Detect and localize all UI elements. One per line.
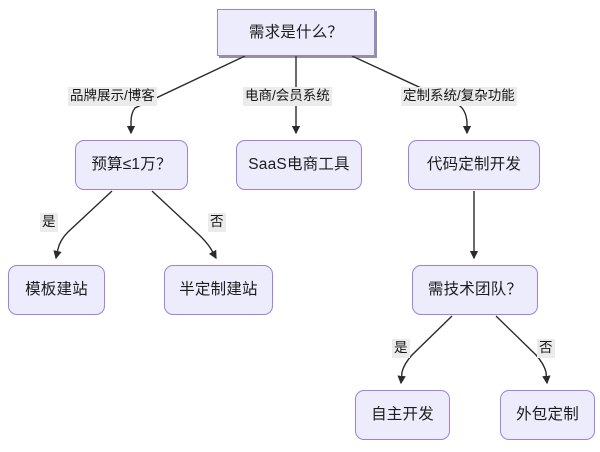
node-need-tech-team[interactable]: 需技术团队？: [412, 265, 538, 315]
node-semi-custom-site[interactable]: 半定制建站: [164, 265, 273, 315]
node-self-development[interactable]: 自主开发: [355, 390, 450, 440]
edge-label-budget-yes: 是: [40, 213, 58, 232]
node-budget[interactable]: 预算≤1万？: [75, 140, 188, 190]
edge-budget-to-semicustom: [151, 190, 217, 260]
edge-needteam-to-outsource: [495, 315, 551, 385]
node-saas[interactable]: SaaS电商工具: [236, 140, 362, 190]
edge-label-custom-complex: 定制系统/复杂功能: [401, 87, 517, 106]
edge-needteam-to-selfdev: [397, 315, 453, 385]
edge-label-ecom-member: 电商/会员系统: [243, 87, 332, 106]
edge-label-budget-no: 否: [208, 213, 226, 232]
node-root[interactable]: 需求是什么？: [217, 9, 375, 56]
edge-root-to-budget: [126, 55, 246, 135]
edge-budget-to-template: [53, 190, 113, 260]
edge-label-team-no: 否: [537, 339, 555, 358]
node-custom-dev[interactable]: 代码定制开发: [408, 140, 540, 190]
edge-label-team-yes: 是: [392, 339, 410, 358]
edge-root-to-custom: [351, 55, 472, 135]
node-template-site[interactable]: 模板建站: [8, 265, 105, 315]
node-outsourced-custom[interactable]: 外包定制: [500, 390, 595, 440]
edge-label-brand-blog: 品牌展示/博客: [68, 87, 157, 106]
